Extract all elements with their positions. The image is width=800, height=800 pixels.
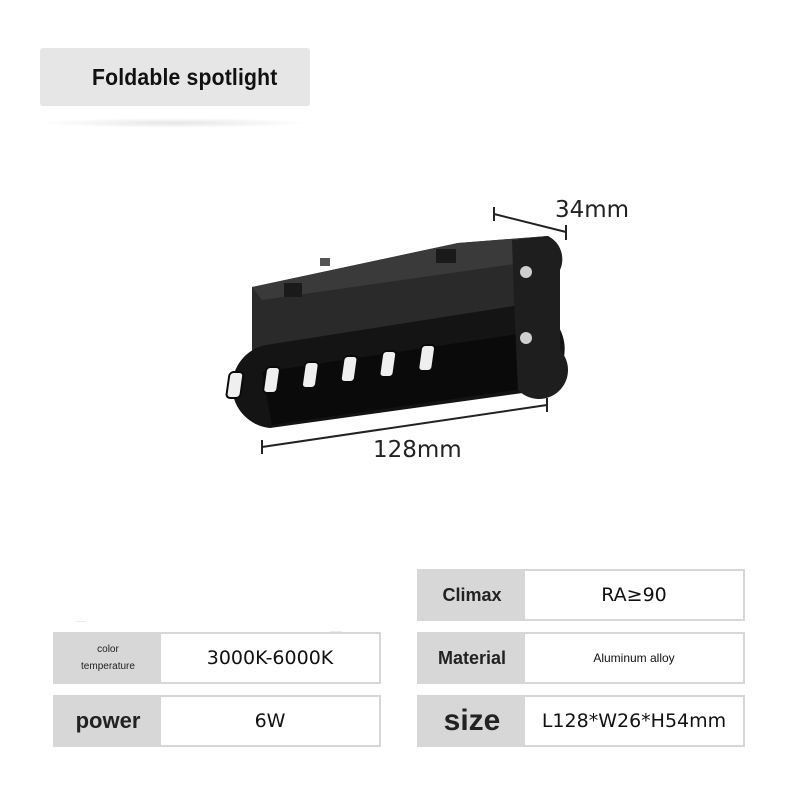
spec-row-power: power 6W [53,695,381,747]
depth-dimension-line [493,207,567,240]
spec-label-size: size [419,697,525,745]
end-cap [512,236,568,399]
spec-value-power: 6W [254,710,286,732]
title-banner: Foldable spotlight [40,48,310,106]
screw-bottom [520,332,532,344]
spec-value-size: L128*W26*H54mm [541,710,727,732]
lens-channel [262,333,530,425]
length-dimension-line [261,398,548,454]
spec-label-power: power [55,697,161,745]
product-title: Foldable spotlight [92,63,278,90]
connector-pin [320,258,330,266]
lens-slots [225,344,437,399]
spec-label-color-temperature-line2: temperature [81,661,135,672]
spec-row-color-temperature: color temperature 3000K-6000K [53,632,381,684]
divider [330,631,342,632]
clip-right [436,249,456,263]
spec-label-color-temperature: color temperature [55,634,161,682]
spec-row-material: Material Aluminum alloy [417,632,745,684]
divider [76,621,86,622]
screw-top [520,266,532,278]
spec-row-climax: Climax RA≥90 [417,569,745,621]
spec-value-material: Aluminum alloy [593,651,675,665]
clip-left [284,283,302,297]
title-shadow [40,118,310,128]
depth-label: 34mm [555,197,629,223]
spec-value-color-temperature: 3000K-6000K [206,647,334,669]
rail-top-face [252,236,548,300]
spec-label-climax: Climax [419,571,525,619]
length-label: 128mm [373,437,462,463]
spec-row-size: size L128*W26*H54mm [417,695,745,747]
spec-label-material: Material [419,634,525,682]
spec-value-climax: RA≥90 [601,584,667,606]
spec-label-color-temperature-line1: color [97,644,119,655]
